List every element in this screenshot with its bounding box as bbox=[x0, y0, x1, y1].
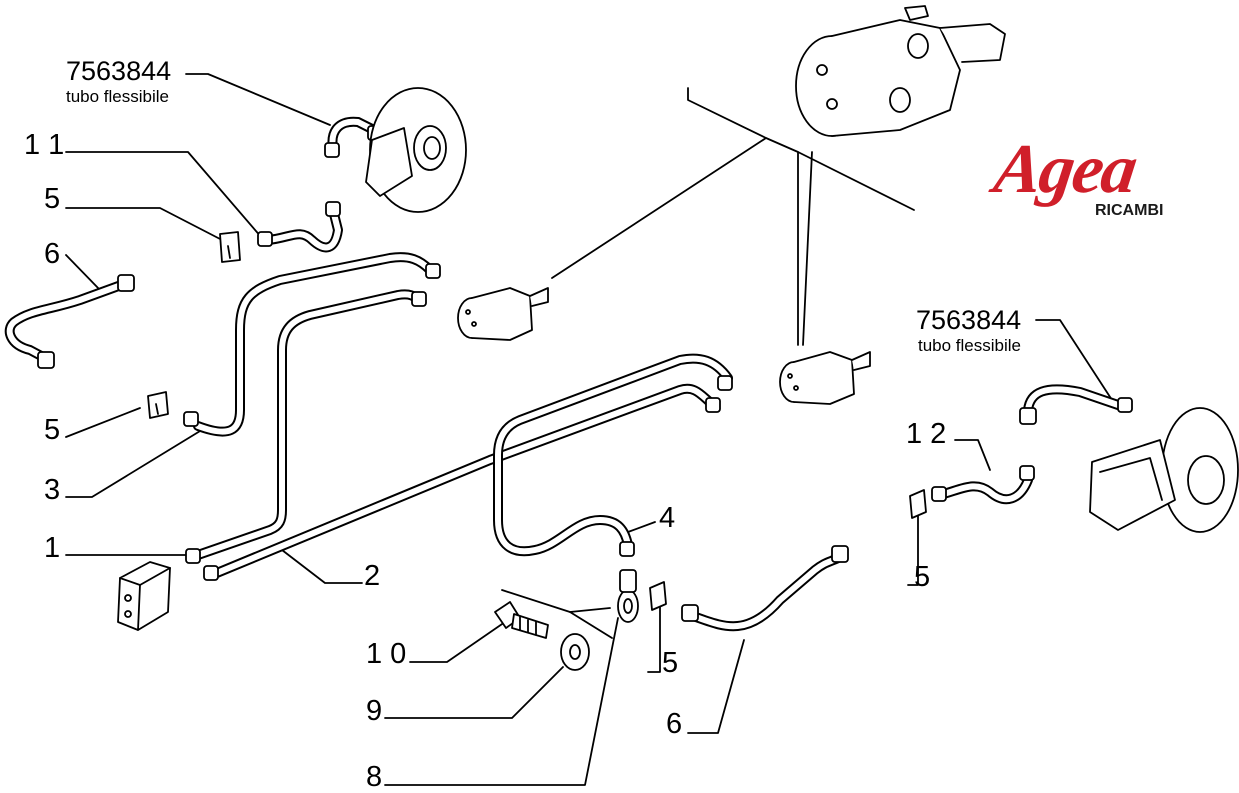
part-desc-hose-right: tubo flessibile bbox=[918, 336, 1022, 355]
brake-pipes bbox=[4, 116, 1123, 632]
part-desc-hose-left: tubo flessibile bbox=[66, 87, 170, 106]
part-number-hose-right: 7563844 bbox=[916, 305, 1022, 335]
callout-4: 4 bbox=[659, 502, 676, 534]
clips bbox=[147, 231, 927, 611]
callout-5-bottom: 5 bbox=[662, 647, 679, 679]
callout-12: 1 2 bbox=[906, 418, 947, 450]
leader-lines bbox=[65, 73, 1113, 786]
callout-10: 1 0 bbox=[366, 638, 407, 670]
callout-9: 9 bbox=[366, 695, 383, 727]
disc-assembly-left bbox=[365, 87, 467, 213]
callout-3: 3 bbox=[44, 474, 61, 506]
disc-assembly-right bbox=[1089, 407, 1239, 533]
callout-2: 2 bbox=[364, 560, 381, 592]
callout-1: 1 bbox=[44, 532, 61, 564]
callout-5-top: 5 bbox=[44, 183, 61, 215]
callout-5-mid: 5 bbox=[44, 414, 61, 446]
banjo-bolt-washer bbox=[494, 569, 639, 671]
brake-cylinders bbox=[457, 287, 871, 405]
logo-subtitle: RICAMBI bbox=[1095, 202, 1164, 219]
callout-8: 8 bbox=[366, 761, 383, 793]
pipe-fittings bbox=[37, 125, 1133, 622]
master-cylinder bbox=[795, 5, 1006, 137]
callout-5-right: 5 bbox=[914, 561, 931, 593]
junction-block bbox=[117, 561, 171, 631]
callout-6-right: 6 bbox=[666, 708, 683, 740]
logo-brand: Agea bbox=[989, 131, 1141, 208]
callout-11: 1 1 bbox=[24, 129, 65, 161]
part-number-hose-left: 7563844 bbox=[66, 56, 172, 86]
agea-ricambi-logo: Agea RICAMBI bbox=[990, 131, 1165, 230]
callout-6-left: 6 bbox=[44, 238, 61, 270]
